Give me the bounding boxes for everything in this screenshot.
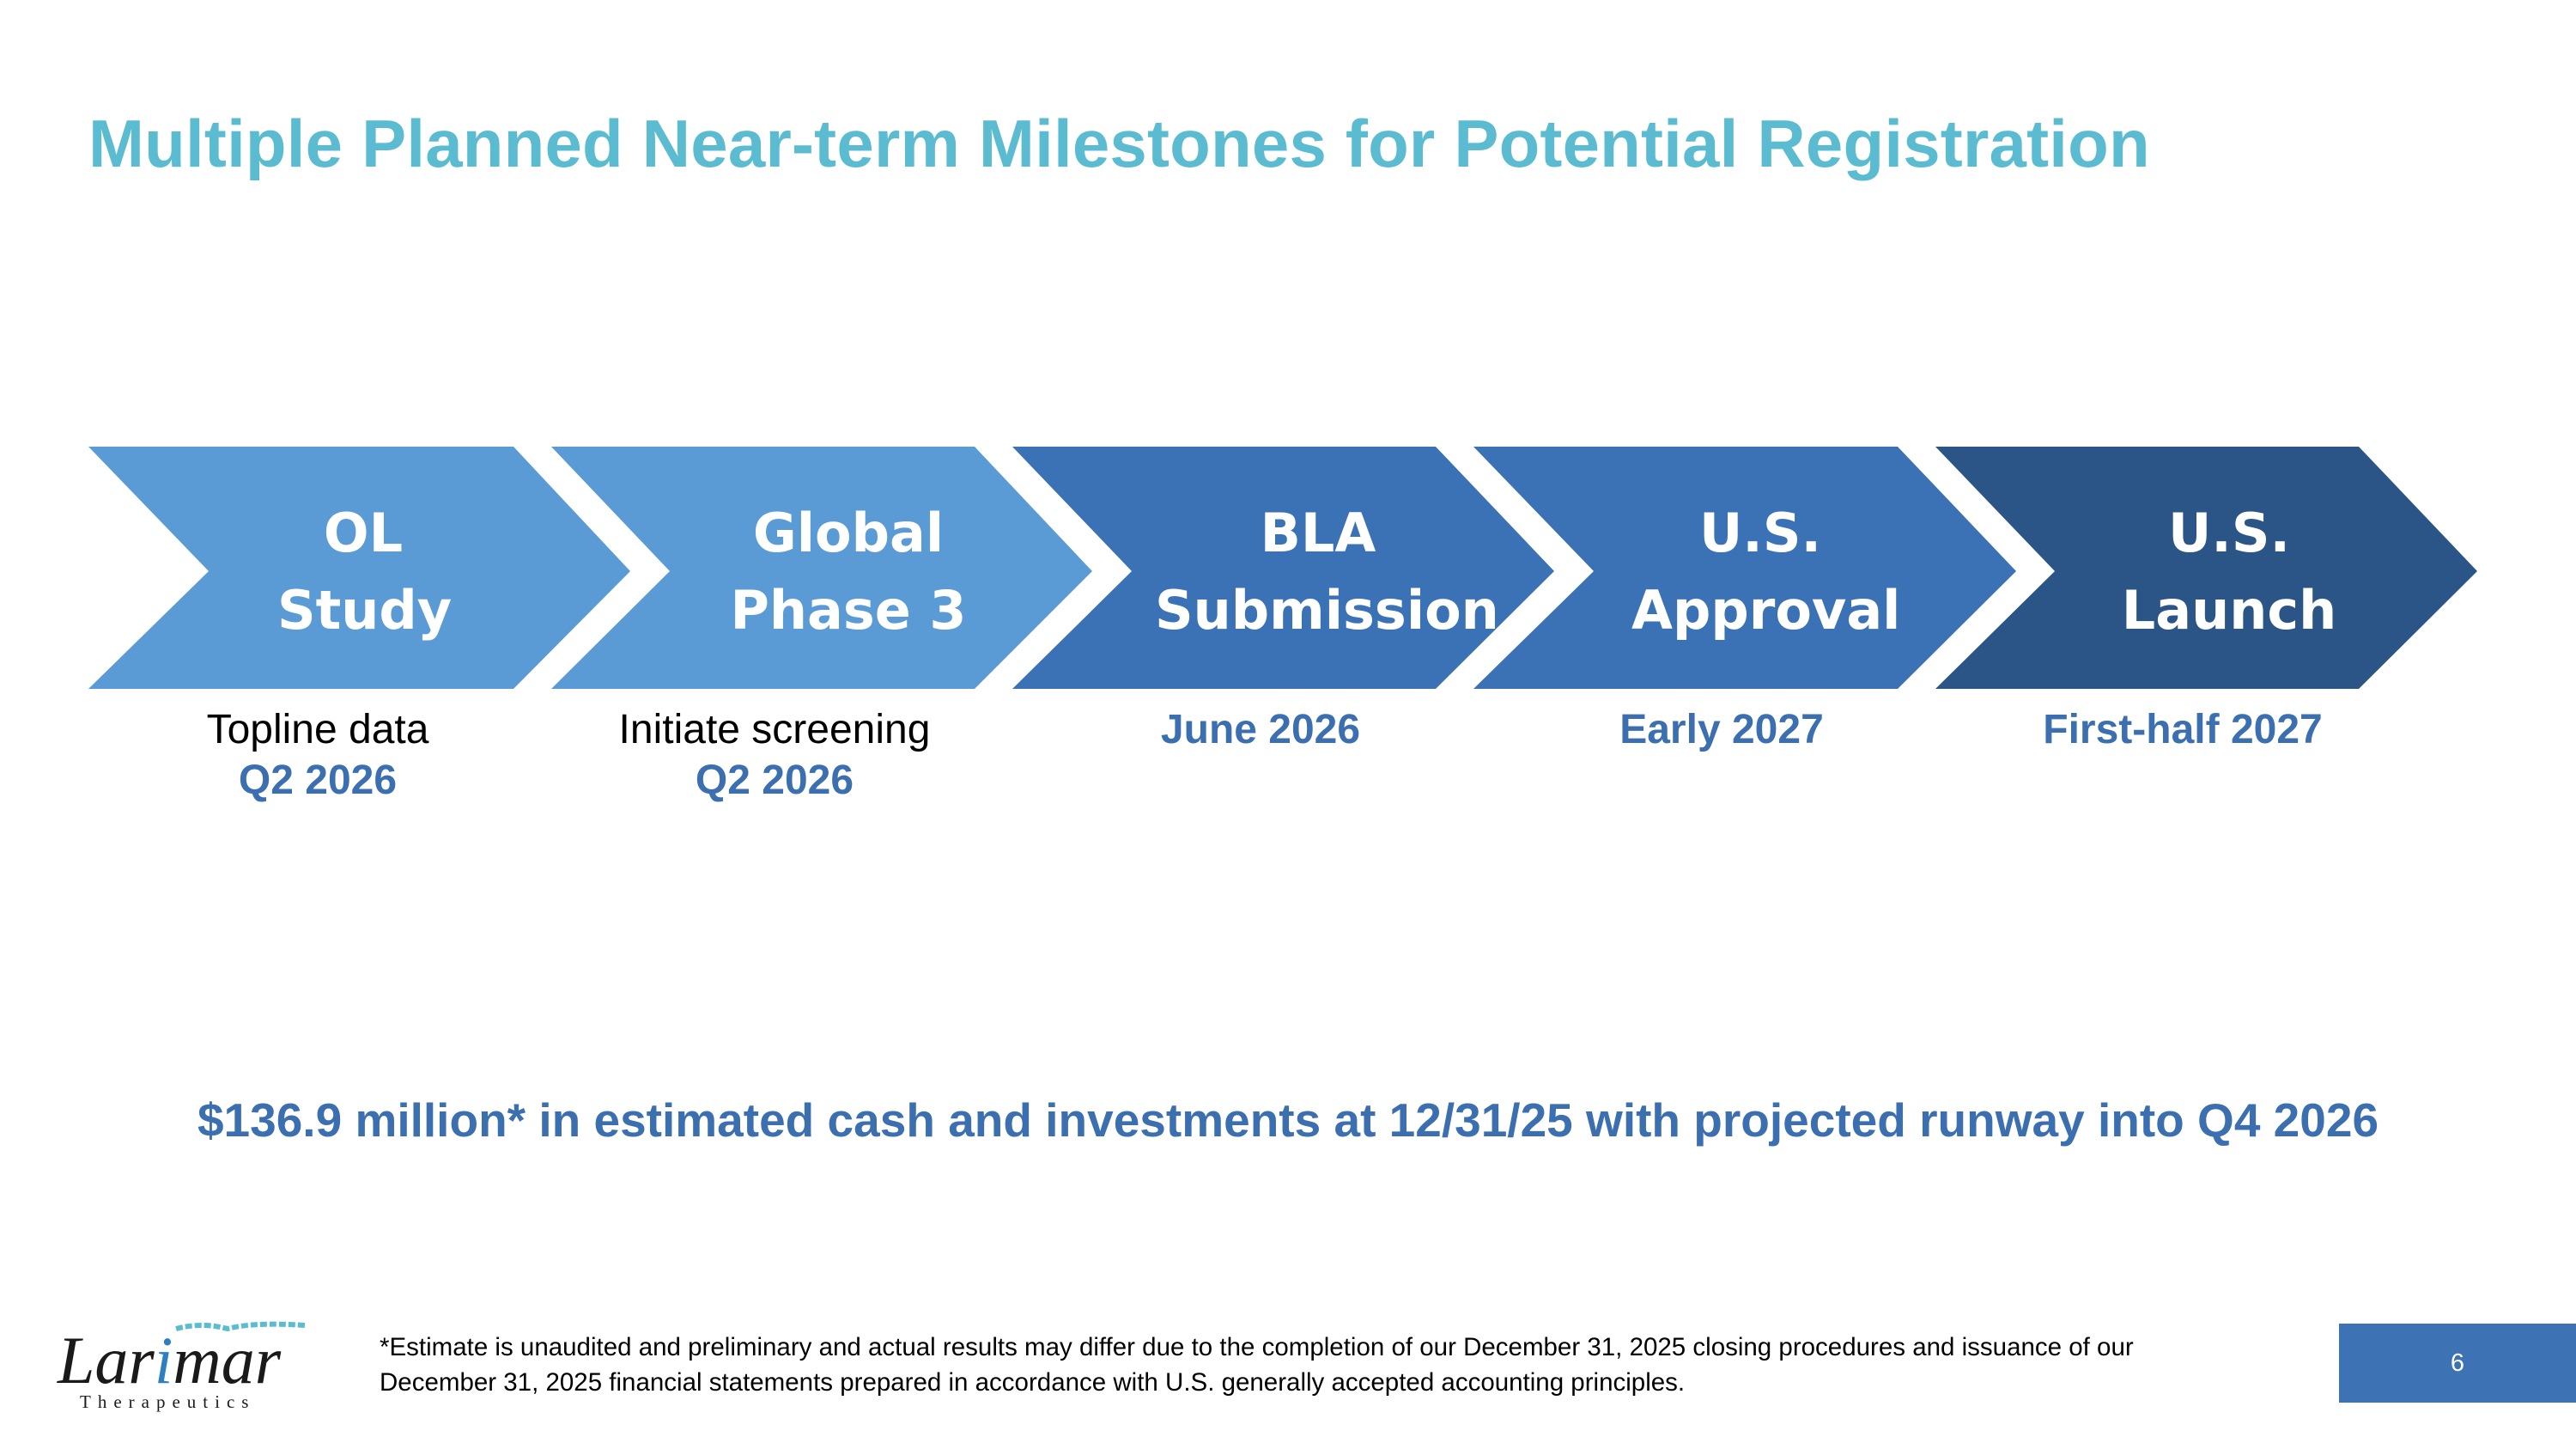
chevron-label-1: OL Study	[277, 495, 453, 649]
milestone-caption-1: Topline data Q2 2026	[60, 704, 575, 806]
svg-text:Therapeutics: Therapeutics	[80, 1391, 255, 1412]
page-number-box: 6	[2339, 1324, 2576, 1403]
milestone-caption-5: First-half 2027	[1925, 704, 2440, 755]
page-title: Multiple Planned Near-term Milestones fo…	[88, 106, 2150, 181]
chevron-label-4: U.S. Approval	[1631, 495, 1901, 649]
caption-date: Early 2027	[1619, 707, 1824, 752]
chevron-label-line2: Approval	[1631, 579, 1901, 642]
chevron-label-3: BLA Submission	[1155, 495, 1499, 649]
caption-text: Topline data	[206, 707, 429, 752]
larimar-logo: Larimar Therapeutics	[57, 1321, 306, 1412]
chevron-us-approval	[1473, 447, 2016, 689]
cash-statement: $136.9 million* in estimated cash and in…	[197, 1093, 2379, 1147]
chevron-us-launch	[1935, 447, 2477, 689]
chevron-label-line1: U.S.	[2167, 502, 2291, 564]
chevron-ol-study	[88, 447, 630, 689]
caption-date: June 2026	[1160, 707, 1361, 752]
chevron-label-line1: BLA	[1260, 502, 1376, 564]
caption-date: Q2 2026	[695, 758, 854, 803]
chevron-label-line1: Global	[752, 502, 945, 564]
milestone-caption-4: Early 2027	[1464, 704, 1979, 755]
svg-text:Larimar: Larimar	[57, 1323, 282, 1397]
chevron-label-line2: Submission	[1155, 579, 1499, 642]
chevron-label-line2: Study	[277, 579, 453, 642]
caption-text: Initiate screening	[618, 707, 931, 752]
chevron-label-2: Global Phase 3	[720, 495, 977, 649]
chevron-global-phase3	[551, 447, 1092, 689]
chevron-label-5: U.S. Launch	[2100, 495, 2358, 649]
chevron-bla-submission	[1012, 447, 1554, 689]
milestone-caption-3: June 2026	[1003, 704, 1518, 755]
chevron-label-line2: Phase 3	[730, 579, 967, 642]
chevron-label-line1: U.S.	[1698, 502, 1822, 564]
milestone-caption-2: Initiate screening Q2 2026	[517, 704, 1032, 806]
caption-date: First-half 2027	[2043, 707, 2323, 752]
chevron-label-line1: OL	[323, 502, 404, 564]
page-number: 6	[2450, 1349, 2465, 1377]
caption-date: Q2 2026	[238, 758, 398, 803]
chevron-label-line2: Launch	[2121, 579, 2337, 642]
footnote: *Estimate is unaudited and preliminary a…	[380, 1333, 2134, 1397]
